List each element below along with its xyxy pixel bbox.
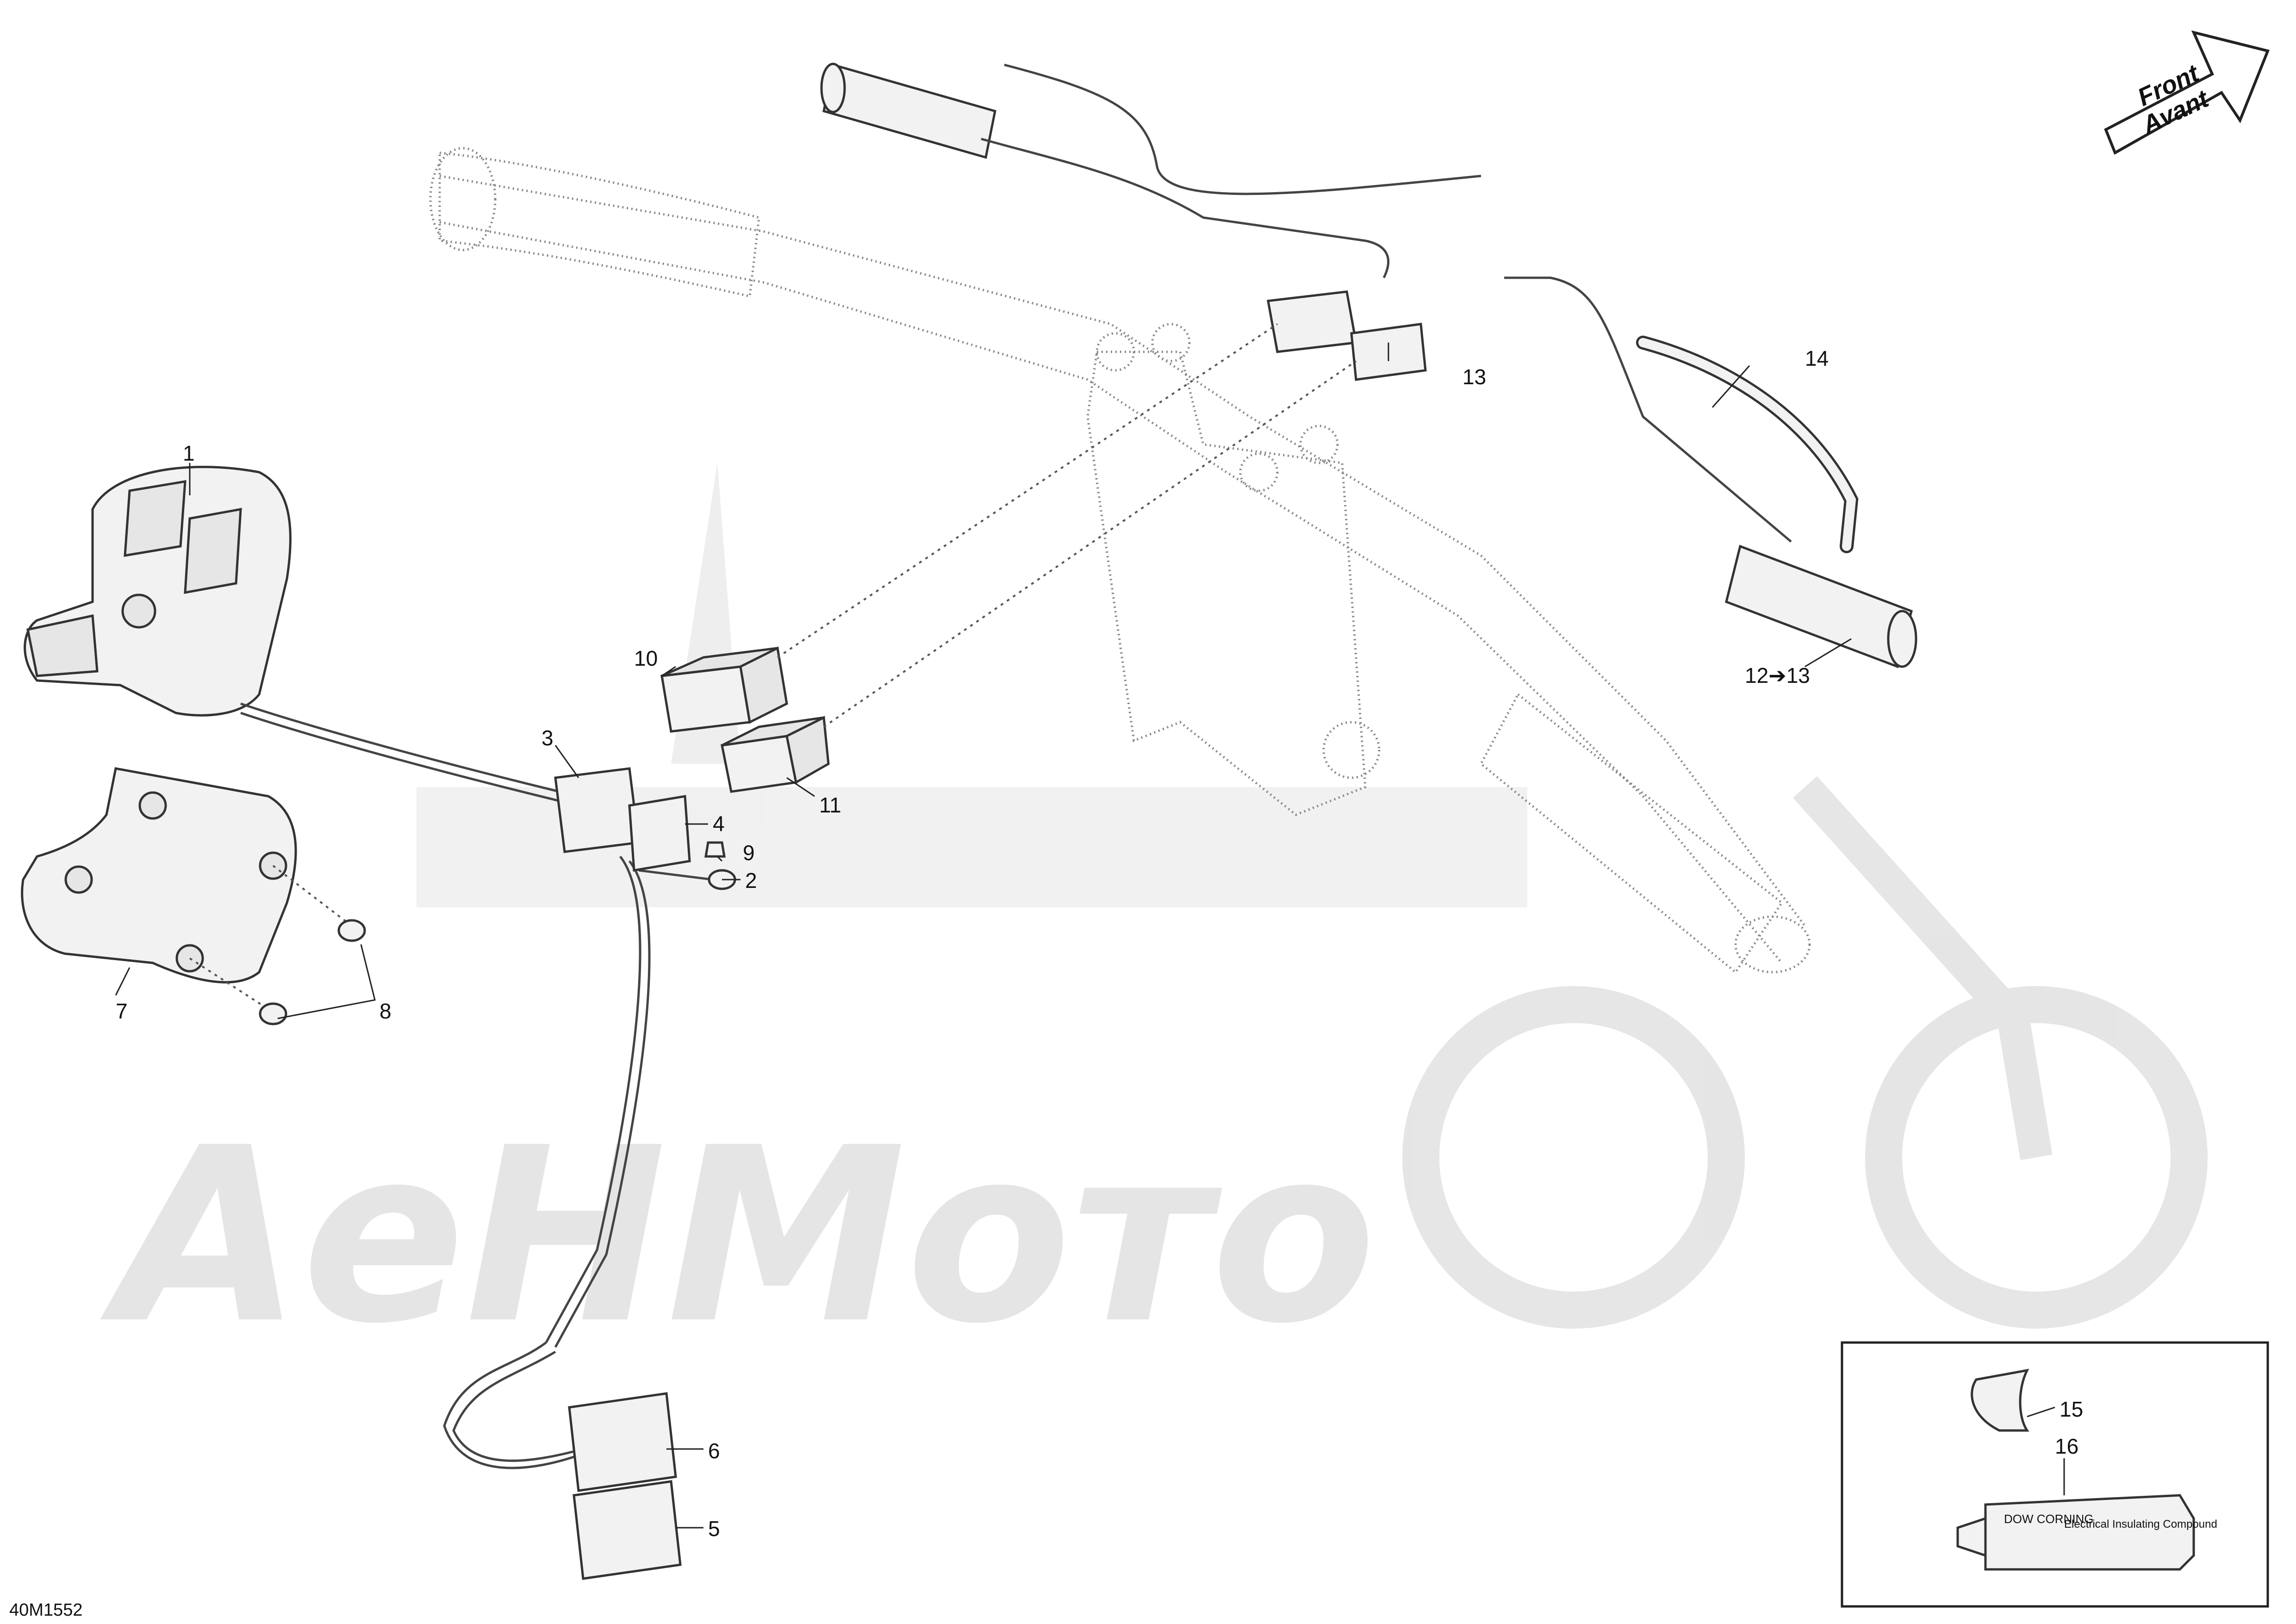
compound-tube: DOW CORNING Electrical Insulating Compou… (1956, 1494, 2217, 1571)
heater-tube (1636, 336, 1859, 553)
callout-8: 8 (380, 999, 392, 1023)
callout-3: 3 (541, 726, 554, 750)
callout-10: 10 (634, 646, 658, 670)
watermark-text: AeHMoто (97, 1096, 1376, 1376)
callout-4: 4 (713, 812, 725, 836)
callout-7: 7 (116, 999, 128, 1023)
handlebar-ghost (429, 147, 1811, 974)
connector-3 (554, 767, 640, 853)
callout-5: 5 (708, 1517, 720, 1541)
diagram-id: 40M1552 (9, 1600, 82, 1620)
tube-brand: DOW CORNING (2004, 1512, 2094, 1526)
leader-lines (115, 343, 2065, 1529)
connector-4 (628, 795, 691, 872)
inset-box: DOW CORNING Electrical Insulating Compou… (1841, 1341, 2269, 1608)
assembly-line-10 (777, 323, 1278, 658)
callout-11: 11 (819, 793, 841, 817)
screw-9 (704, 841, 726, 858)
callout-14: 14 (1805, 346, 1829, 370)
screws-8 (189, 865, 366, 1025)
callout-9: 9 (743, 841, 755, 865)
connector-11 (721, 716, 830, 793)
callout-2: 2 (745, 868, 757, 893)
callout-12: 12➔13 (1745, 663, 1810, 687)
callout-13: 13 (1462, 365, 1486, 389)
callout-6: 6 (708, 1439, 720, 1463)
grip-heater-right (1504, 276, 1917, 668)
back-cover (21, 767, 297, 984)
callouts: 1 2 3 4 5 6 7 8 9 10 11 12➔13 13 14 15 1… (116, 346, 2083, 1541)
connector-6 (568, 1392, 677, 1492)
tube-product: Electrical Insulating Compound (2064, 1518, 2217, 1530)
wiring-harness (240, 702, 736, 1469)
callout-16: 16 (2055, 1434, 2078, 1458)
connector-10 (660, 646, 788, 733)
callout-1: 1 (183, 441, 195, 465)
connector-13-pair (1267, 290, 1427, 381)
grip-heater-left (820, 62, 1481, 279)
handlebar-clamp (1086, 323, 1381, 816)
callout-15: 15 (2060, 1397, 2083, 1421)
front-arrow: Front Avant (2104, 30, 2270, 155)
connector-5 (572, 1480, 682, 1580)
switch-housing (24, 466, 292, 717)
assembly-line-11 (823, 360, 1357, 728)
